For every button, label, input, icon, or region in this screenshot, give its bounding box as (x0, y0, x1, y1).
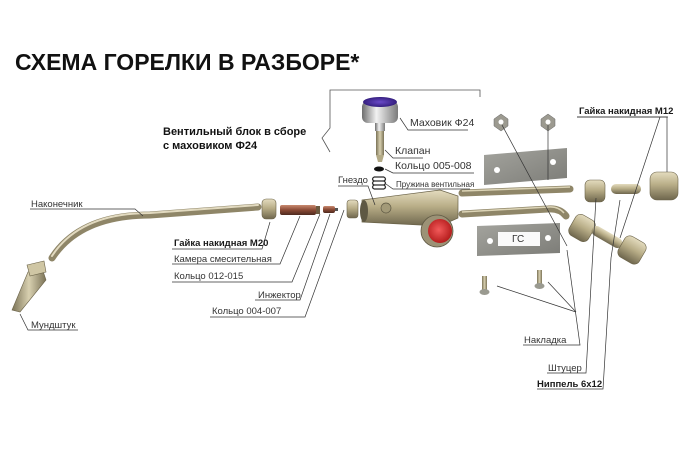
label-o-ring-012: Кольцо 012-015 (174, 271, 244, 282)
small-nut-part (493, 113, 556, 132)
mouthpiece-part (11, 260, 47, 313)
handwheel-part (362, 97, 398, 131)
valve-block-group-label: Вентильный блок в сборе с маховиком Ф24 (163, 125, 306, 153)
valve-block-label-line1: Вентильный блок в сборе (163, 126, 307, 138)
tip-tube-part (48, 203, 262, 262)
label-cover-plate: Накладка (524, 335, 567, 346)
label-injector: Инжектор (258, 290, 301, 301)
valve-block-bracket (321, 89, 481, 153)
plate-marking: ГС (512, 234, 525, 245)
label-socket: Гнездо (338, 175, 368, 186)
label-nipple: Ниппель 6х12 (537, 379, 603, 390)
gas-tube-bent-part (458, 205, 570, 220)
valve-block-label-line2: с маховиком Ф24 (163, 140, 258, 152)
cover-plate-top-part (484, 148, 567, 185)
label-o-ring-005: Кольцо 005-008 (395, 160, 472, 172)
label-valve: Клапан (395, 145, 431, 157)
diagram-title: СХЕМА ГОРЕЛКИ В РАЗБОРЕ* (15, 49, 360, 75)
label-handwheel: Маховик Ф24 (410, 117, 475, 129)
union-nut-m12-upper-part (584, 171, 679, 203)
label-union-nut-m12: Гайка накидная М12 (579, 106, 674, 117)
label-mixing-chamber: Камера смесительная (174, 254, 272, 265)
valve-stem-part (376, 131, 384, 162)
o-ring-005-part (374, 166, 384, 172)
label-tip: Наконечник (31, 199, 83, 210)
union-nut-m20-part (261, 198, 277, 220)
label-valve-spring: Пружина вентильная (396, 180, 475, 189)
ring-004-part (346, 199, 359, 219)
label-o-ring-004: Кольцо 004-007 (212, 306, 282, 317)
fitting-lower-part (568, 214, 647, 265)
cover-plate-gs-part (477, 223, 560, 256)
rivet-part (479, 270, 545, 295)
mixing-chamber-part (280, 205, 320, 215)
valve-knob-part (420, 214, 454, 248)
valve-spring-part (371, 176, 387, 190)
label-fitting: Штуцер (548, 363, 582, 374)
leader-lines (19, 116, 668, 390)
injector-part (323, 206, 338, 213)
label-union-nut-m20: Гайка накидная М20 (174, 238, 269, 249)
label-mouthpiece: Мундштук (31, 320, 76, 331)
gas-tube-straight-part (458, 185, 574, 197)
